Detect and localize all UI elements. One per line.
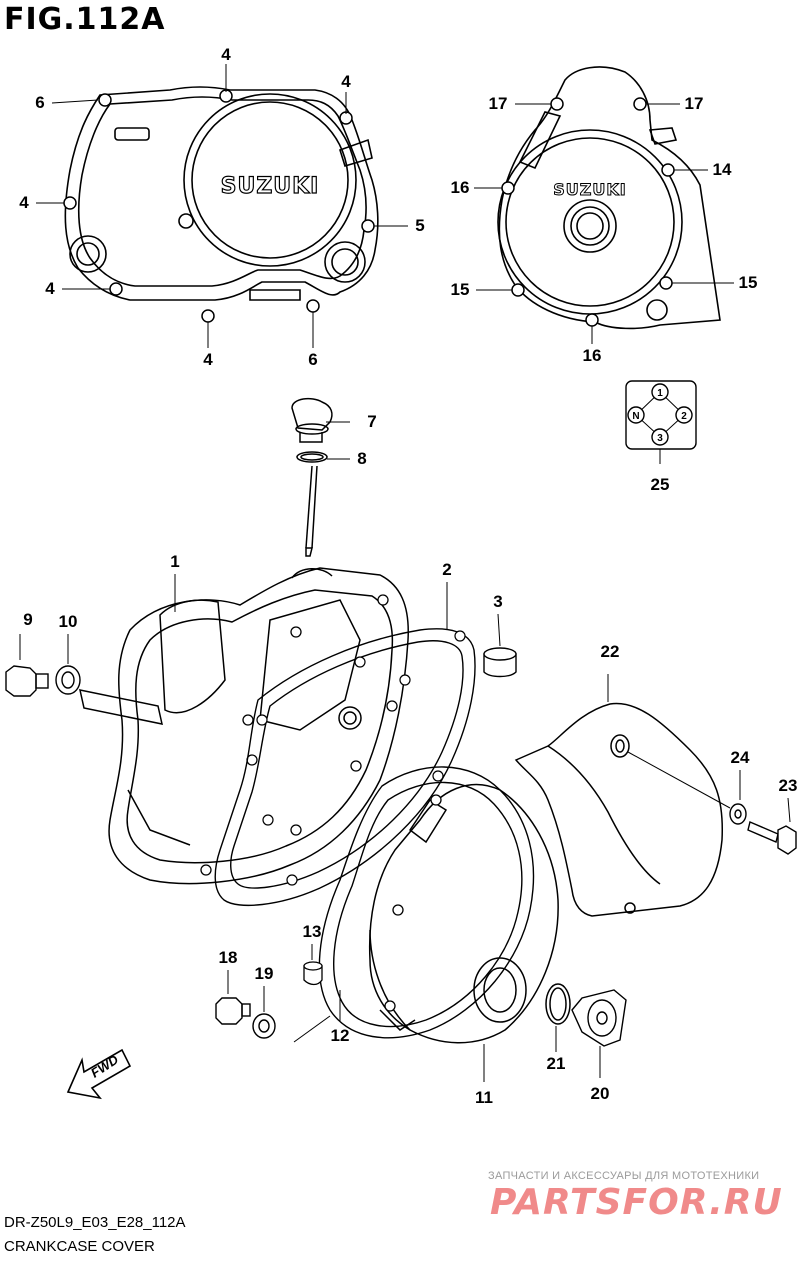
bolt-18 [215, 970, 251, 1025]
callout-4-top-right: 4 [341, 72, 351, 91]
callout-12: 12 [330, 1026, 350, 1045]
indicator-2: 2 [681, 411, 687, 422]
clutch-cover-logo: SUZUKI [221, 174, 320, 199]
gasket-2 [214, 582, 476, 907]
callout-17-left: 17 [488, 94, 508, 113]
magneto-cover-logo: SUZUKI [553, 180, 626, 199]
plug-20 [571, 989, 627, 1078]
callout-4-left: 4 [19, 193, 29, 212]
oil-level-gauge [291, 397, 333, 557]
model-code: DR-Z50L9_E03_E28_112A [4, 1214, 186, 1231]
dowel-13 [303, 944, 323, 986]
callout-6-bottom: 6 [308, 350, 318, 369]
sprocket-cover-22 [514, 674, 731, 917]
callout-5: 5 [415, 216, 425, 235]
o-ring-21 [545, 983, 571, 1052]
callout-10: 10 [58, 612, 78, 631]
callout-21: 21 [546, 1054, 566, 1073]
fwd-arrow [66, 1048, 132, 1100]
bolt-23 [747, 797, 797, 855]
gasket-12 [318, 766, 535, 1039]
indicator-n: N [632, 411, 639, 422]
clutch-cover-leaders [36, 64, 408, 348]
callout-11: 11 [475, 1088, 493, 1107]
callout-4-bottom: 4 [203, 350, 213, 369]
callout-1: 1 [170, 552, 180, 571]
magneto-cover-bolts [501, 97, 675, 327]
clutch-cover-top [64, 86, 379, 301]
bolt-9 [5, 634, 49, 697]
washer-24 [729, 770, 747, 825]
callout-2: 2 [442, 560, 452, 579]
indicator-3: 3 [657, 433, 663, 444]
washer-10 [55, 634, 81, 695]
magneto-cover-inner-bolts [384, 794, 442, 1012]
callout-15-left: 15 [450, 280, 470, 299]
callout-16-bottom: 16 [582, 346, 602, 365]
watermark-tagline: ЗАПЧАСТИ И АКСЕССУАРЫ ДЛЯ МОТОТЕХНИКИ [488, 1170, 760, 1182]
callout-14: 14 [712, 160, 732, 179]
callout-6-top: 6 [35, 93, 45, 112]
callout-17-right: 17 [684, 94, 704, 113]
callout-16-left: 16 [450, 178, 470, 197]
gear-indicator-plate [625, 380, 697, 464]
callout-18: 18 [218, 948, 238, 967]
gasket-2-holes [256, 630, 466, 886]
callout-3: 3 [493, 592, 503, 611]
clutch-cover-bolts [63, 89, 375, 323]
clutch-cover-inner-bolts [200, 594, 398, 876]
callout-4-lower-left: 4 [45, 279, 55, 298]
callout-25: 25 [650, 475, 670, 494]
watermark-brand: PARTSFOR.RU [490, 1182, 783, 1223]
callout-15-right: 15 [738, 273, 758, 292]
callout-4-top: 4 [221, 45, 231, 64]
clutch-cover-inner [79, 567, 409, 885]
callout-20: 20 [590, 1084, 610, 1103]
callout-23: 23 [778, 776, 798, 795]
part-group-name: CRANKCASE COVER [4, 1238, 155, 1255]
callout-7: 7 [367, 412, 377, 431]
dowel-3 [483, 613, 517, 678]
callout-8: 8 [357, 449, 367, 468]
callout-22: 22 [600, 642, 620, 661]
callout-9: 9 [23, 610, 33, 629]
figure-title: FIG.112A [4, 2, 166, 37]
callout-13: 13 [302, 922, 322, 941]
indicator-1: 1 [657, 388, 663, 399]
magneto-cover-leaders [474, 103, 734, 344]
callout-24: 24 [730, 748, 750, 767]
callout-19: 19 [254, 964, 274, 983]
magneto-cover-inner [368, 783, 559, 1082]
washer-19 [252, 986, 276, 1039]
